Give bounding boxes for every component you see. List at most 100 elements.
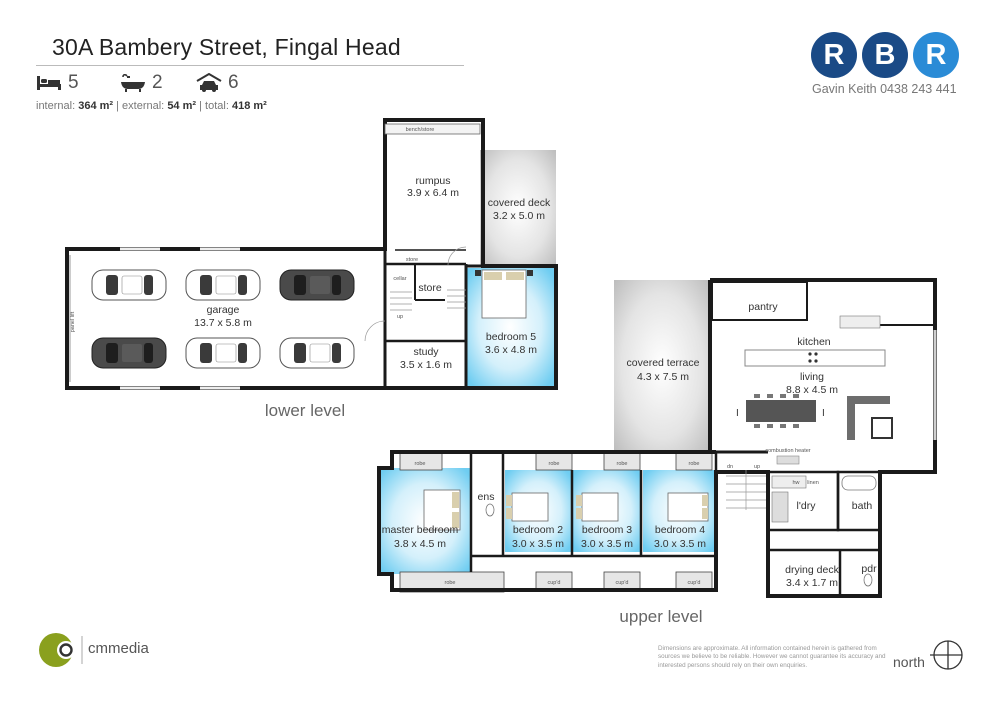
car-symbol xyxy=(185,337,261,369)
bed-count: 5 xyxy=(36,72,79,94)
internal-area-label: internal: xyxy=(36,100,76,112)
external-area-value: 54 m² xyxy=(167,100,197,112)
room-drying-deck: drying deck xyxy=(785,564,839,576)
label-dn: dn xyxy=(727,464,733,470)
room-store: store xyxy=(418,282,442,294)
label-cellar: cellar xyxy=(393,276,406,282)
agency-logo-letter: R xyxy=(811,32,857,78)
north-arrow-icon xyxy=(930,640,963,670)
disclaimer-text: Dimensions are approximate. All informat… xyxy=(658,645,886,669)
label-robe: robe xyxy=(548,461,559,467)
label-store: store xyxy=(406,257,418,263)
room-bedroom-5-dims: 3.6 x 4.8 m xyxy=(485,344,537,356)
toilet xyxy=(863,573,873,587)
car-symbol xyxy=(185,269,261,301)
level-label-upper: upper level xyxy=(619,607,702,626)
room-bedroom-2: bedroom 2 xyxy=(513,524,563,536)
room-garage-dims: 13.7 x 5.8 m xyxy=(194,317,252,329)
room-master-bedroom: master bedroom xyxy=(382,524,459,536)
room-covered-deck-dims: 3.2 x 5.0 m xyxy=(493,210,545,222)
title-divider xyxy=(36,65,464,66)
room-living: living xyxy=(800,371,824,383)
room-living-dims: 8.8 x 4.5 m xyxy=(786,384,838,396)
room-bedroom-3-dims: 3.0 x 3.5 m xyxy=(581,538,633,550)
bed-furniture xyxy=(423,489,709,531)
room-covered-terrace-dims: 4.3 x 7.5 m xyxy=(637,371,689,383)
label-panel-lift: panel lift xyxy=(70,311,76,332)
covered-deck-area xyxy=(480,150,556,266)
label-robe: robe xyxy=(444,580,455,586)
bathtub xyxy=(841,475,877,491)
room-study: study xyxy=(413,346,439,358)
label-cupd: cup'd xyxy=(688,580,701,586)
bath-count: 2 xyxy=(120,72,163,94)
room-bath: bath xyxy=(852,500,873,512)
label-robe: robe xyxy=(414,461,425,467)
label-robe: robe xyxy=(688,461,699,467)
agency-logo-letter: B xyxy=(862,32,908,78)
room-pantry: pantry xyxy=(748,301,778,313)
car-symbol xyxy=(279,269,355,301)
label-bench-store: bench/store xyxy=(406,127,435,133)
cm-media-logo-icon xyxy=(39,633,83,667)
label-linen: linen xyxy=(807,480,819,486)
external-area-label: external: xyxy=(122,100,165,112)
car-symbol xyxy=(91,269,167,301)
room-powder: pdr xyxy=(861,563,877,575)
total-area-value: 418 m² xyxy=(231,100,267,112)
label-up: up xyxy=(754,464,760,470)
dining-table xyxy=(746,400,816,422)
lounge-sofa xyxy=(847,396,890,440)
car-count: 6 xyxy=(196,72,239,94)
kitchen-island xyxy=(744,349,886,367)
room-rumpus-dims: 3.9 x 6.4 m xyxy=(407,187,459,199)
cooktop xyxy=(808,352,818,363)
label-hw: hw xyxy=(792,480,799,486)
svg-text:I: I xyxy=(822,408,825,419)
room-master-bedroom-dims: 3.8 x 4.5 m xyxy=(394,538,446,550)
room-bedroom-5: bedroom 5 xyxy=(486,331,536,343)
bed-icon xyxy=(37,76,61,90)
room-study-dims: 3.5 x 1.6 m xyxy=(400,359,452,371)
cm-media-brand: cmmedia xyxy=(88,640,149,657)
room-rumpus: rumpus xyxy=(415,175,450,187)
total-area-label: total: xyxy=(205,100,229,112)
toilet xyxy=(485,503,495,517)
lower-level-plan xyxy=(65,118,558,390)
bed-count-value: 5 xyxy=(68,72,79,93)
label-robe: robe xyxy=(616,461,627,467)
bed-furniture xyxy=(475,269,533,319)
room-garage: garage xyxy=(207,304,240,316)
room-bedroom-4-dims: 3.0 x 3.5 m xyxy=(654,538,706,550)
room-bedroom-3: bedroom 3 xyxy=(582,524,632,536)
room-bedroom-2-dims: 3.0 x 3.5 m xyxy=(512,538,564,550)
car-icon xyxy=(196,73,222,92)
property-address: 30A Bambery Street, Fingal Head xyxy=(52,34,401,60)
car-symbol xyxy=(279,337,355,369)
room-drying-deck-dims: 3.4 x 1.7 m xyxy=(786,577,838,589)
bath-count-value: 2 xyxy=(152,72,163,93)
svg-text:I: I xyxy=(736,408,739,419)
area-summary: internal: 364 m² | external: 54 m² | tot… xyxy=(36,100,267,112)
north-label: north xyxy=(893,654,925,670)
room-ensuite: ens xyxy=(478,491,495,503)
area-separator: | xyxy=(199,100,202,112)
room-covered-terrace: covered terrace xyxy=(627,357,700,369)
room-covered-deck: covered deck xyxy=(488,197,551,209)
label-up: up xyxy=(397,314,403,320)
internal-area-value: 364 m² xyxy=(78,100,114,112)
level-label-lower: lower level xyxy=(265,401,345,420)
label-cupd: cup'd xyxy=(616,580,629,586)
car-symbol xyxy=(91,337,167,369)
label-cupd: cup'd xyxy=(548,580,561,586)
bath-icon xyxy=(121,74,145,92)
area-separator: | xyxy=(116,100,119,112)
room-laundry: l'dry xyxy=(797,500,817,512)
agency-logo-letter: R xyxy=(913,32,959,78)
car-count-value: 6 xyxy=(228,72,239,93)
room-bedroom-4: bedroom 4 xyxy=(655,524,705,536)
label-combustion-heater: combustion heater xyxy=(765,448,810,454)
agent-contact: Gavin Keith 0438 243 441 xyxy=(812,82,957,96)
room-kitchen: kitchen xyxy=(797,336,830,348)
